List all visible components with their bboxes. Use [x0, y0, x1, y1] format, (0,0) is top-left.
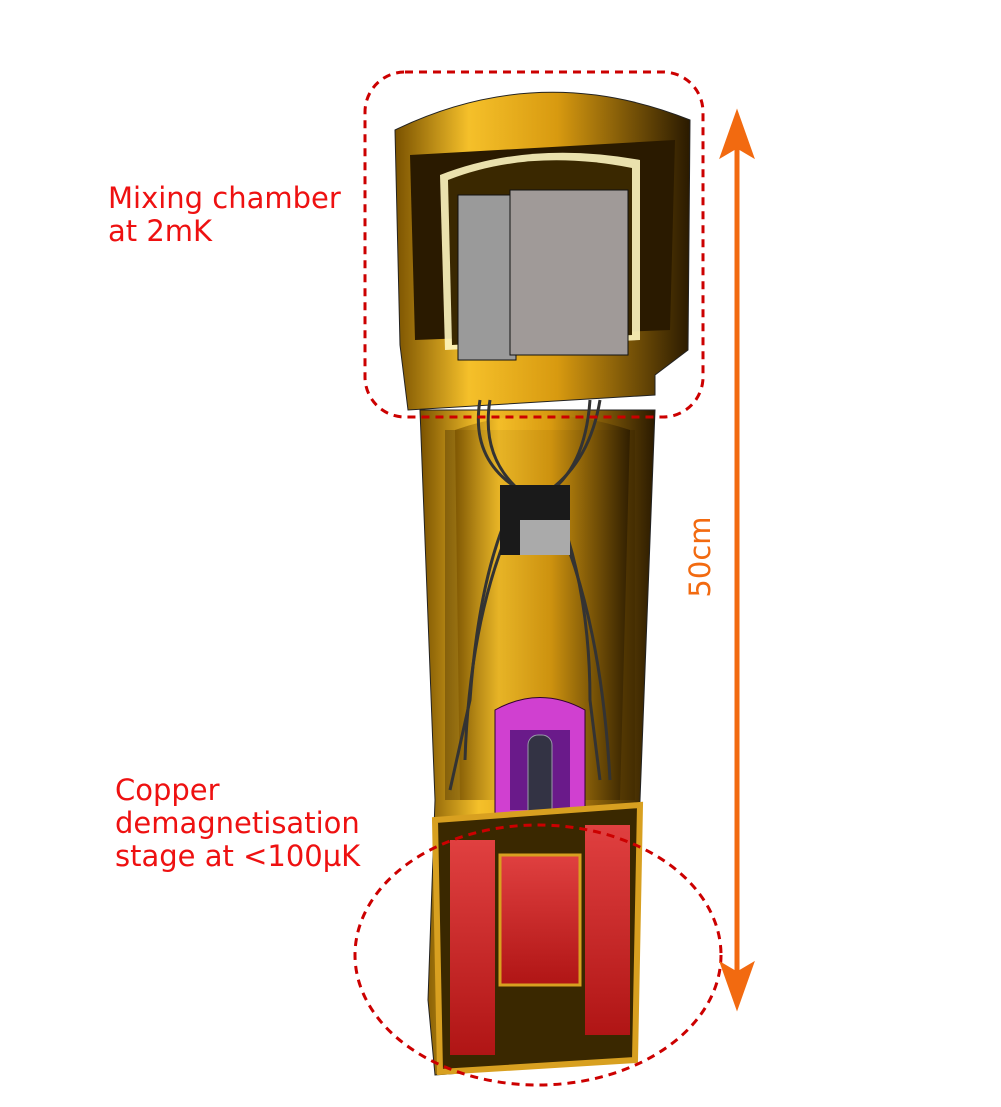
- mixing-chamber-label: Mixing chamber at 2mK: [108, 181, 341, 248]
- copper-stage: [431, 801, 644, 1076]
- mixing-chamber-outline: [363, 70, 705, 419]
- height-dimension-arrow: [719, 108, 755, 1012]
- height-dimension-label: 50cm: [683, 516, 717, 598]
- copper-stage-outline: [353, 823, 723, 1087]
- mixing-chamber: [394, 91, 691, 411]
- copper-stage-label: Copper demagnetisation stage at <100µK: [115, 773, 361, 873]
